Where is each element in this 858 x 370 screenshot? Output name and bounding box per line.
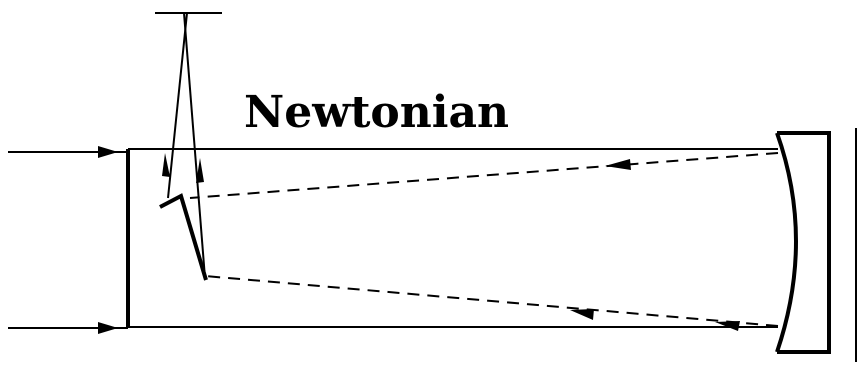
incoming-ray-top-arrow: [98, 146, 118, 158]
focus-ray-left-arrow: [162, 153, 170, 177]
focus-ray-right-arrow: [196, 158, 204, 183]
mirror-housing: [777, 131, 831, 354]
diagram-title: Newtonian: [244, 87, 509, 138]
reflected-ray-top-arrow: [605, 159, 631, 170]
focus-ray-left: [167, 12, 188, 199]
focus-ray-right: [183, 12, 206, 279]
reflected-ray-bottom-arrow-2: [715, 321, 740, 331]
incoming-ray-bottom-arrow: [98, 322, 118, 334]
reflected-ray-bottom: [204, 275, 779, 327]
reflected-ray-bottom-arrow: [570, 309, 594, 320]
reflected-ray-top: [189, 152, 779, 199]
secondary-mirror: [159, 193, 208, 281]
primary-mirror: [775, 132, 798, 353]
